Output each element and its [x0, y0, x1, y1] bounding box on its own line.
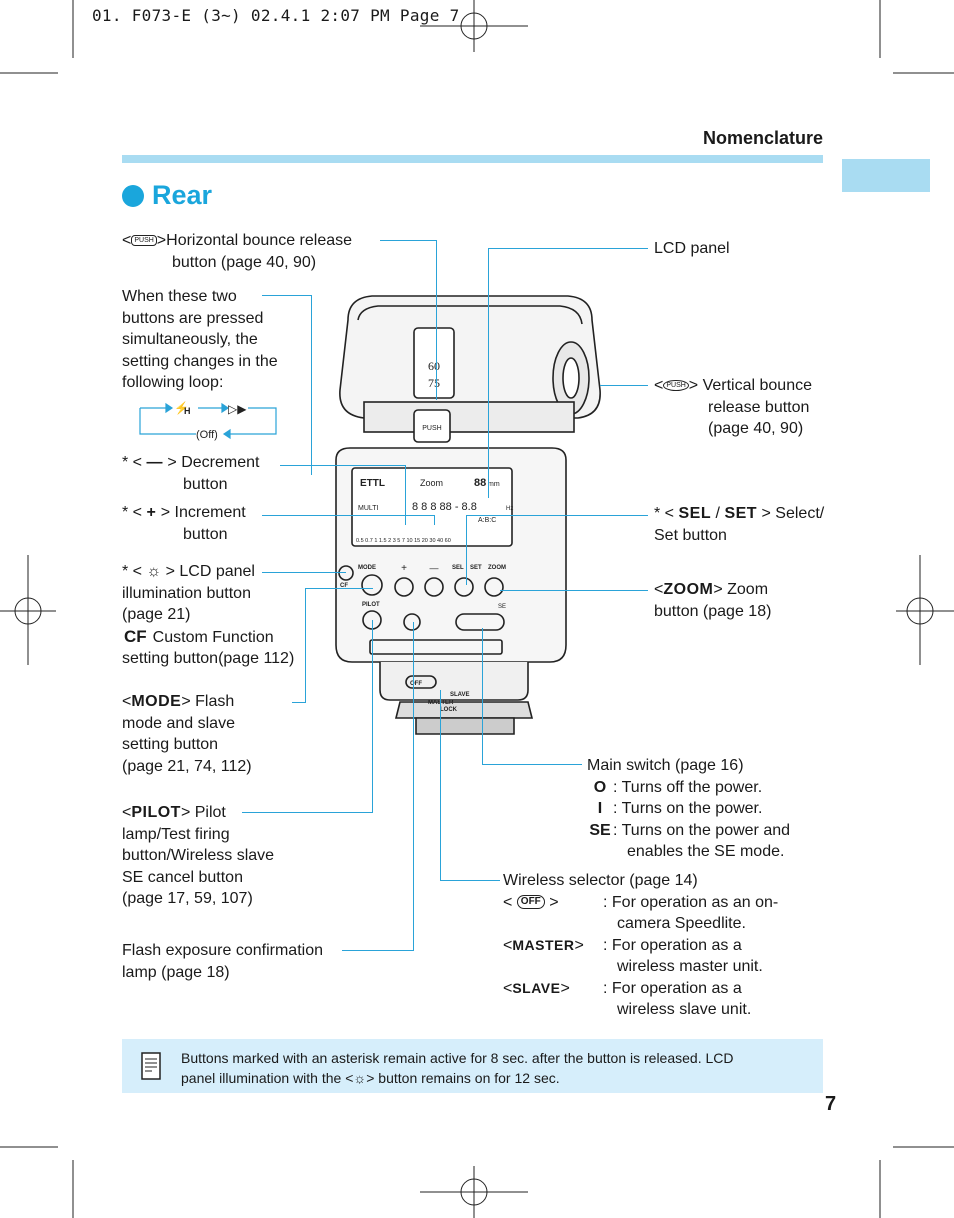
note-text: Buttons marked with an asterisk remain a…	[181, 1050, 734, 1086]
zoom-label: <ZOOM> Zoom button (page 18)	[654, 581, 772, 620]
hbounce-label: <PUSH>Horizontal bounce release button (…	[122, 232, 353, 271]
svg-text:—: —	[430, 563, 439, 573]
wireless-selector-block: Wireless selector (page 14) < OFF > : Fo…	[503, 872, 779, 1018]
svg-text:SEL: SEL	[452, 565, 464, 571]
hs-flash-icon: ⚡	[174, 401, 189, 415]
push-symbol-icon: PUSH	[131, 235, 157, 247]
svg-text:A:B:C: A:B:C	[478, 517, 496, 524]
svg-text:Hz: Hz	[506, 506, 513, 512]
svg-text:0.5 0.7 1 1.5 2 3 5 7 10 15 20: 0.5 0.7 1 1.5 2 3 5 7 10 15 20 30 40 60	[356, 538, 451, 544]
svg-text:PILOT: PILOT	[362, 602, 380, 608]
pilot-label: <PILOT> Pilot lamp/Test firing button/Wi…	[122, 804, 275, 907]
decrement-label: * < — > Decrement button	[122, 454, 260, 493]
section-title: Nomenclature	[702, 128, 823, 148]
illumination-icon: ☼	[146, 563, 162, 580]
svg-text:LOCK: LOCK	[440, 707, 458, 713]
svg-text:Zoom: Zoom	[420, 478, 443, 488]
note-box: Buttons marked with an asterisk remain a…	[122, 1039, 823, 1093]
mode-label: <MODE> Flash mode and slave setting butt…	[122, 693, 252, 775]
illumination-icon: ☼	[353, 1070, 367, 1086]
lcd-panel-label: LCD panel	[654, 240, 730, 257]
svg-text:ZOOM: ZOOM	[488, 565, 506, 571]
page-number: 7	[825, 1093, 837, 1115]
svg-text:75: 75	[428, 376, 440, 390]
fp-flash-icon: ▷▶	[228, 402, 247, 416]
svg-text:PUSH: PUSH	[422, 425, 441, 432]
main-switch-block: Main switch (page 16) O: Turns off the p…	[587, 757, 791, 860]
svg-text:(Off): (Off)	[196, 429, 218, 441]
push-round-icon: PUSH	[663, 380, 689, 392]
print-slug: 01. F073-E (3~) 02.4.1 2:07 PM Page 7	[92, 6, 460, 25]
svg-text:8 8 8 88 - 8.8: 8 8 8 88 - 8.8	[412, 501, 477, 513]
lcd-illumination-label: * < ☼ > LCD panel illumination button (p…	[122, 563, 295, 667]
svg-text:60: 60	[428, 359, 440, 373]
svg-text:SLAVE: SLAVE	[450, 692, 470, 698]
increment-label: * < + > Increment button	[122, 504, 246, 543]
svg-text:OFF: OFF	[410, 681, 422, 687]
svg-text:MASTER: MASTER	[428, 700, 454, 706]
memo-icon	[141, 1052, 161, 1080]
svg-text:CF: CF	[340, 583, 348, 589]
selset-label: * < SEL / SET > Select/ Set button	[654, 505, 825, 544]
svg-text:+: +	[401, 563, 407, 574]
svg-text:SET: SET	[470, 565, 482, 571]
svg-text:H: H	[184, 406, 191, 416]
svg-text:ETTL: ETTL	[360, 478, 385, 489]
svg-text:MULTI: MULTI	[358, 505, 379, 512]
svg-text:SE: SE	[498, 604, 506, 610]
bullet-icon	[122, 185, 144, 207]
header-band	[122, 155, 823, 163]
page-heading: Rear	[122, 180, 212, 211]
svg-text:MODE: MODE	[358, 565, 376, 571]
tab-marker	[842, 159, 930, 192]
loop-diagram: ⚡ H ▷▶ (Off)	[139, 401, 277, 441]
vbounce-label: <PUSH> Vertical bounce release button (p…	[654, 377, 812, 437]
loop-description: When these two buttons are pressed simul…	[122, 288, 278, 391]
svg-text:mm: mm	[488, 481, 500, 488]
plus-icon: +	[146, 504, 157, 521]
speedlite-rear-illustration: 60 75 PUSH ETTL Zoom 88 mm MULTI 8 8 8 8…	[335, 295, 601, 735]
minus-icon: —	[146, 454, 163, 471]
svg-text:88: 88	[474, 477, 486, 489]
fec-lamp-label: Flash exposure confirmation lamp (page 1…	[122, 942, 323, 981]
